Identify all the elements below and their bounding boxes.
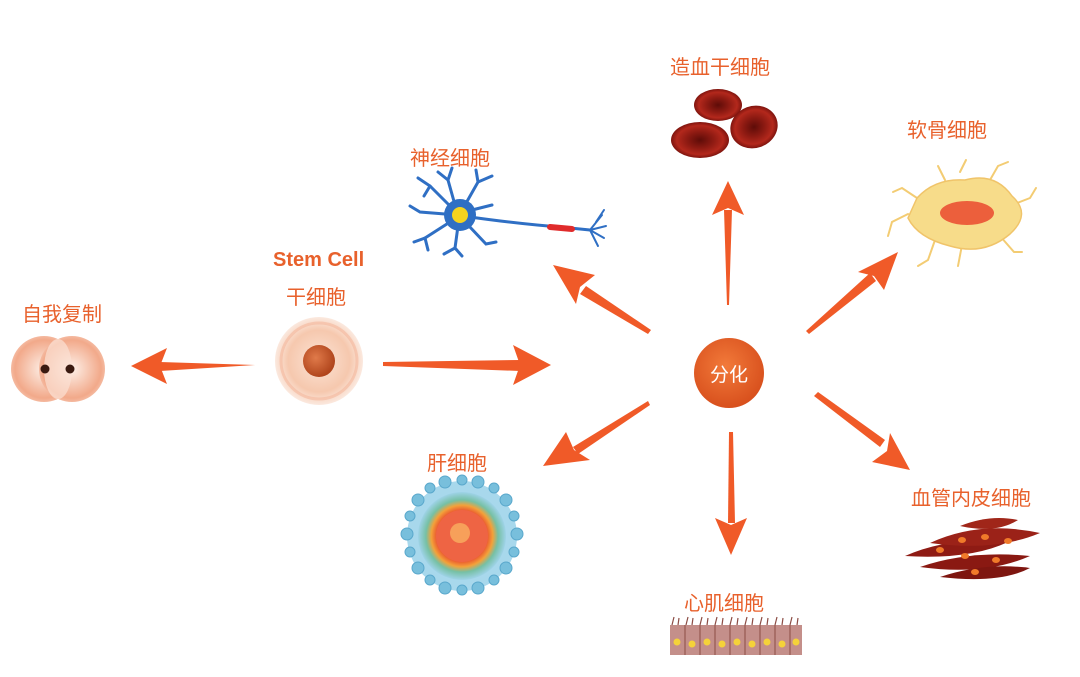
stem-cell-label-en: Stem Cell (273, 249, 365, 271)
cardiac-muscle-cells (670, 616, 802, 655)
liver-cell (400, 474, 524, 596)
arrow-to-cardiac (715, 432, 747, 555)
arrow-to-hematopoietic (712, 181, 744, 305)
red-blood-cells (671, 89, 778, 158)
cartilage-cell (887, 159, 1037, 267)
cardiac-label: 心肌细胞 (684, 591, 764, 615)
arrow-to-differentiation (383, 345, 551, 385)
arrow-to-nerve-cell (553, 265, 651, 334)
self-renewal-label: 自我复制 (22, 302, 102, 326)
hematopoietic-label: 造血干细胞 (670, 55, 770, 79)
stem-cell (275, 317, 363, 405)
arrow-to-cartilage (806, 252, 898, 334)
arrows (131, 181, 910, 555)
nerve-cell-label: 神经细胞 (410, 146, 490, 170)
arrow-to-self-renewal (131, 348, 255, 384)
self-renewal-cell (11, 336, 105, 402)
cartilage-label: 软骨细胞 (907, 118, 987, 142)
endothelial-cells (905, 518, 1040, 580)
arrow-to-endothelial (814, 392, 910, 470)
differentiation-hub (694, 338, 764, 408)
nerve-cell (408, 166, 607, 258)
liver-cell-label: 肝细胞 (427, 451, 487, 475)
endothelial-label: 血管内皮细胞 (911, 486, 1031, 510)
arrow-to-liver-cell (543, 401, 650, 466)
stem-cell-label-cn: 干细胞 (286, 285, 346, 309)
